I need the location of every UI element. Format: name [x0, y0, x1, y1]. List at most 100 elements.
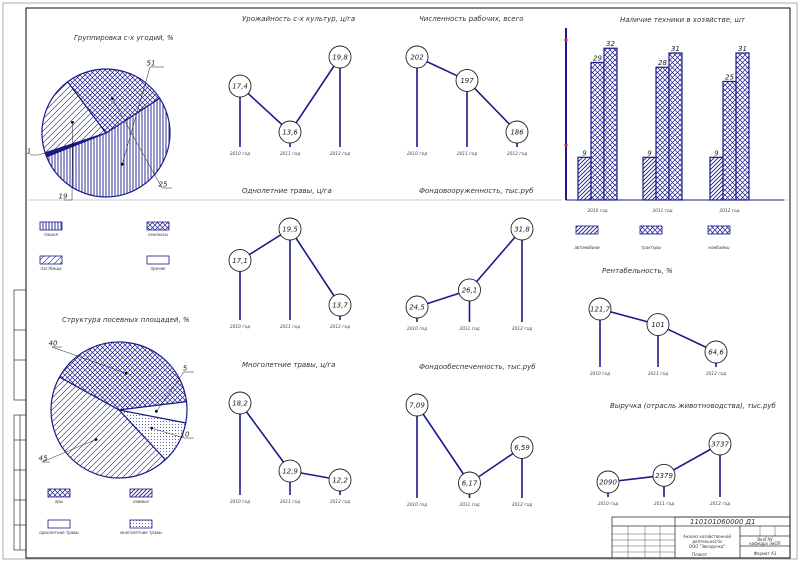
category-label: 2012 год — [706, 371, 726, 377]
axis-marker — [564, 143, 568, 147]
pie-slice-label: 10 — [181, 431, 190, 439]
value-label: 31,8 — [514, 226, 530, 234]
value-bubble — [708, 432, 732, 456]
legend-label: яры — [55, 499, 63, 504]
value-label: 197 — [460, 77, 474, 85]
stamp-org-1: ВолГАУ — [757, 537, 773, 542]
leader-line — [121, 66, 151, 165]
pie-slice-1 — [58, 341, 188, 411]
bar-value-label: 28 — [658, 59, 667, 67]
legend-swatch — [129, 488, 153, 498]
value-bubble — [652, 463, 676, 487]
binding-strip — [13, 289, 27, 551]
bar-legend-label: тракторы — [641, 245, 661, 250]
value-bubble — [405, 295, 429, 319]
leader-line — [151, 427, 185, 439]
bar-chart-title: Наличие техники в хозяйстве, шт — [620, 16, 746, 24]
connector-line — [289, 56, 341, 133]
legend-label: озимые — [133, 499, 149, 504]
value-bubble — [328, 45, 352, 69]
bar-legend-swatch — [575, 225, 599, 235]
legend-swatch — [146, 255, 170, 265]
inner-frame — [25, 7, 791, 559]
bar-комбайны — [668, 52, 683, 201]
legend-label: сенокосы — [148, 232, 168, 237]
legend-swatch — [146, 221, 170, 231]
leader-line — [51, 346, 127, 374]
pie-slice-label: 45 — [39, 455, 48, 463]
category-label: 2011 год — [280, 499, 300, 505]
stamp-code: 110101060000 Д1 — [690, 518, 756, 526]
bar-тракторы — [722, 80, 737, 201]
legend-swatch — [47, 488, 71, 498]
category-label: 2012 год — [330, 151, 350, 157]
category-label: 2012 год — [512, 326, 532, 332]
legend-label: прочие — [150, 266, 166, 271]
pie-slice-label: 51 — [147, 60, 156, 68]
bar-legend-label: комбайны — [708, 245, 729, 250]
bar-тракторы — [655, 66, 670, 201]
bar-value-label: 25 — [725, 73, 734, 81]
connector-line — [468, 228, 523, 291]
connector-line — [416, 404, 471, 484]
category-label: 2012 год — [330, 324, 350, 330]
value-label: 17,4 — [232, 83, 248, 91]
value-label: 202 — [410, 54, 424, 62]
bar-комбайны — [603, 47, 618, 201]
category-label: 2011 год — [654, 501, 674, 507]
line-chart-title: Рентабельность, % — [602, 267, 673, 275]
category-label: 2012 год — [507, 151, 527, 157]
pie-slice-4 — [50, 376, 167, 479]
value-bubble — [455, 68, 479, 92]
bar-legend-swatch — [707, 225, 731, 235]
pie-slice-1 — [45, 97, 171, 198]
value-bubble — [278, 120, 302, 144]
connector-line — [466, 79, 518, 133]
value-label: 12,2 — [332, 477, 348, 485]
category-label: 2012 год — [710, 501, 730, 507]
value-bubble — [704, 340, 728, 364]
value-bubble — [510, 435, 534, 459]
value-bubble — [458, 278, 481, 302]
leader-line — [156, 371, 185, 412]
legend-swatch — [39, 255, 63, 265]
stamp-format: Формат А1 — [754, 551, 777, 556]
bar-chart-equipment: Наличие техники в хозяйстве, шт 92932201… — [564, 16, 784, 250]
value-label: 13,6 — [282, 129, 298, 137]
legend-swatch — [47, 519, 71, 529]
stamp-subject-2: деятельности — [692, 539, 722, 544]
pie-slice-3 — [41, 80, 107, 154]
pie-slice-label: 5 — [183, 365, 188, 373]
legend-swatch — [129, 519, 153, 529]
category-label: 2011 год — [457, 151, 477, 157]
line-chart-title: Выручка (отрасль животноводства), тыс.ру… — [610, 402, 777, 410]
value-bubble — [596, 470, 620, 494]
value-label: 186 — [510, 129, 524, 137]
legend-label: однолетние травы — [39, 530, 78, 535]
category-label: 2010 год — [590, 371, 610, 377]
leader-line — [41, 439, 97, 463]
bar-автомобили — [577, 156, 592, 201]
pie-groups-slices — [41, 68, 171, 198]
pie-slice-marker — [120, 162, 124, 166]
value-bubble — [228, 391, 252, 415]
value-bubble — [646, 313, 670, 337]
stamp-sheet-type: Плакат — [692, 552, 708, 557]
category-label: 2011 год — [459, 502, 479, 508]
value-label: 2379 — [655, 472, 673, 480]
bar-legend-swatch — [639, 225, 663, 235]
bar-value-label: 31 — [738, 45, 747, 53]
category-label: 2010 год — [230, 151, 250, 157]
